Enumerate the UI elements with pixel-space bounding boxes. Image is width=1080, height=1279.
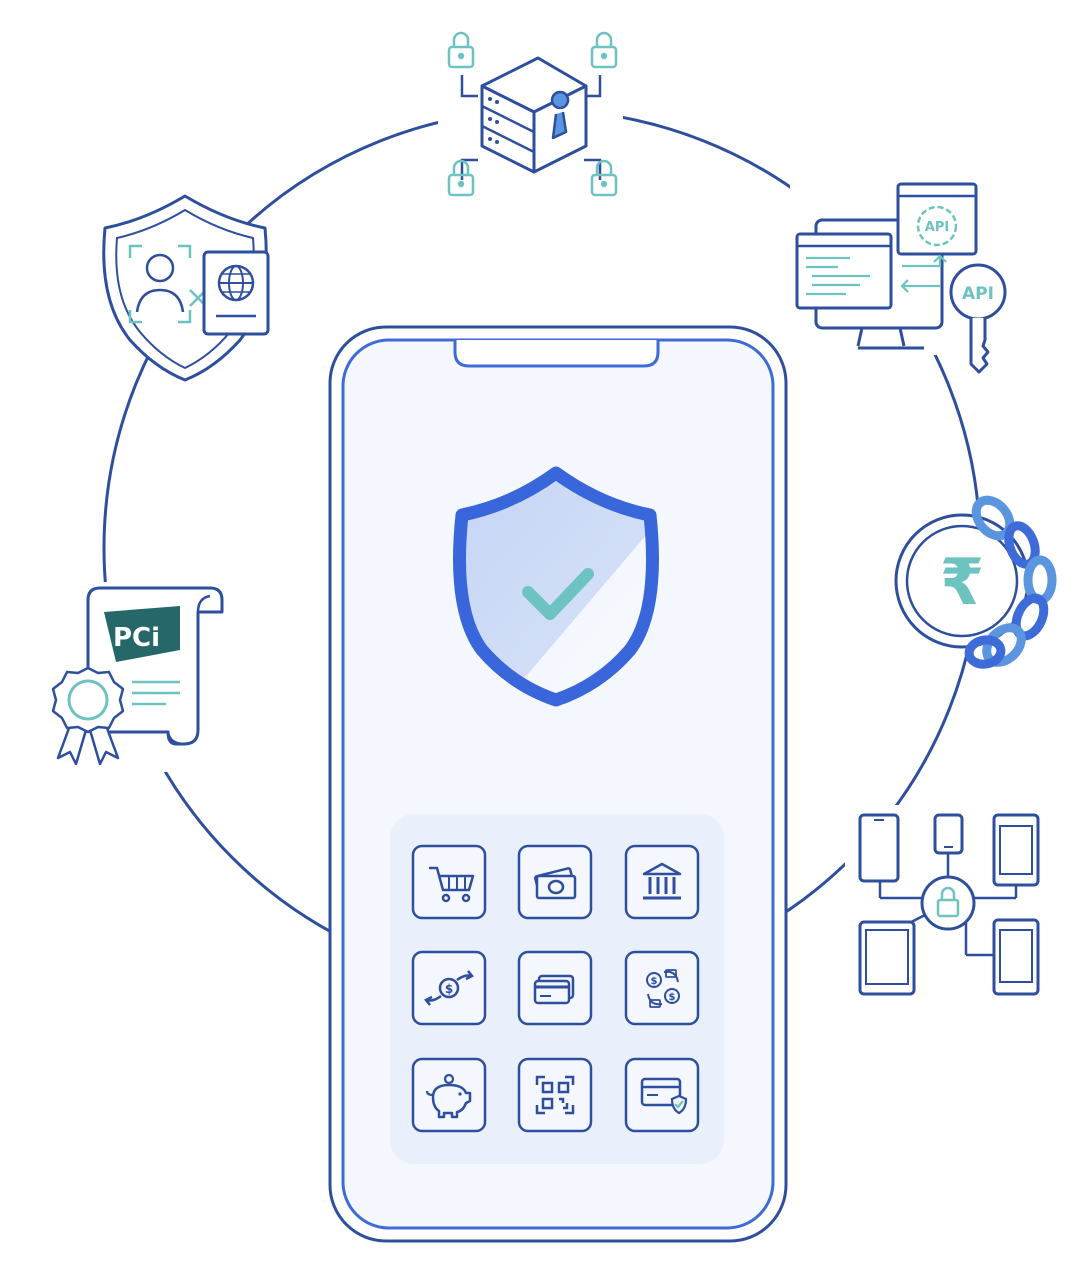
lock-icon <box>590 159 618 197</box>
cash-icon[interactable] <box>517 844 593 920</box>
credit-cards-icon[interactable] <box>517 950 593 1026</box>
svg-text:$: $ <box>669 992 676 1003</box>
lock-icon <box>447 31 475 69</box>
api-key-icon: API <box>949 263 1007 374</box>
shield-checkmark-icon <box>453 466 659 707</box>
svg-text:$: $ <box>651 976 658 987</box>
pci-certificate-icon: PCi <box>45 582 225 772</box>
rupee-symbol: ₹ <box>940 546 985 620</box>
smartphone-icon <box>933 813 964 855</box>
lock-icon <box>590 31 618 69</box>
award-ribbon-icon <box>51 666 125 766</box>
rupee-chain-icon: ₹ <box>894 495 1057 669</box>
pci-label: PCi <box>113 623 160 653</box>
money-transfer-icon[interactable]: $ <box>411 950 487 1026</box>
currency-exchange-icon[interactable]: $ $ <box>624 950 700 1026</box>
phone-notch <box>453 340 660 368</box>
svg-text:$: $ <box>445 982 453 996</box>
person-avatar-icon <box>145 253 175 283</box>
secure-server-vault-icon <box>438 31 623 197</box>
gear-icon <box>916 205 958 247</box>
shopping-cart-icon[interactable] <box>411 844 487 920</box>
piggy-bank-icon[interactable] <box>411 1057 487 1133</box>
api-key-label: API <box>962 284 994 304</box>
connected-devices-lock-icon <box>845 805 1055 1005</box>
keyhole-icon <box>550 90 570 140</box>
qr-code-icon[interactable] <box>517 1057 593 1133</box>
api-integration-icon: API API <box>790 180 1007 374</box>
pci-logo <box>104 606 180 662</box>
smartphone-icon <box>992 918 1040 996</box>
lock-icon <box>936 886 960 918</box>
lock-icon <box>447 159 475 197</box>
secure-card-icon[interactable] <box>624 1057 700 1133</box>
smartphone-icon <box>858 813 900 883</box>
passport-icon <box>202 250 270 336</box>
identity-verification-shield-icon <box>102 194 270 382</box>
tablet-icon <box>858 920 916 996</box>
smartphone-icon <box>992 813 1040 887</box>
api-window-label: API <box>925 220 949 235</box>
bank-icon[interactable] <box>624 844 700 920</box>
